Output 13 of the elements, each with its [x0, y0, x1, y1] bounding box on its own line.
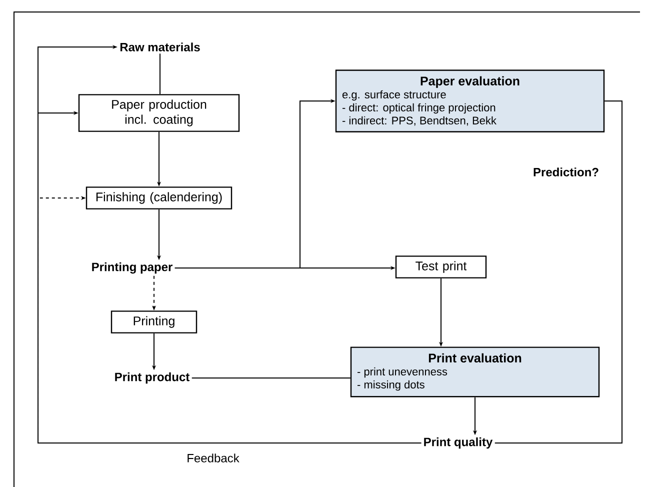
- evaluation-box: Paper evaluation e.g. surface structure - direct: optical fringe projection - indirect: PPS, Bendtsen, Bekk: [335, 70, 605, 132]
- process-box: Test print: [395, 256, 487, 278]
- process-box: Printing: [110, 310, 198, 334]
- process-label: Print product: [112, 370, 192, 386]
- evaluation-box: Print evaluation - print unevenness - missing dots: [350, 346, 600, 398]
- process-label: Raw materials: [118, 40, 202, 54]
- process-box: Paper production incl. coating: [78, 94, 240, 132]
- process-label: Print quality: [421, 435, 495, 451]
- edge-label: Feedback: [184, 452, 242, 464]
- process-box: Finishing (calendering): [86, 186, 232, 210]
- arrow: [38, 196, 422, 444]
- process-label: Printing paper: [89, 260, 175, 276]
- edge-label: Prediction?: [531, 166, 601, 178]
